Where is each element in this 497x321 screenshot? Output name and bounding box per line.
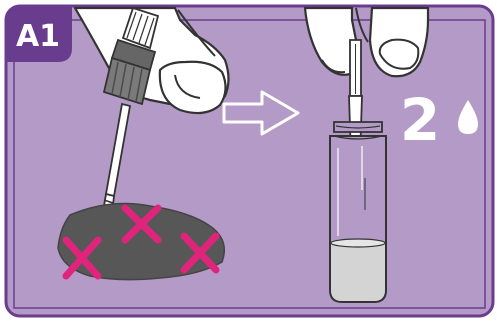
cross-mark-icon bbox=[62, 204, 220, 280]
step-badge-label: A1 bbox=[16, 19, 60, 54]
arrow-right-icon bbox=[222, 90, 300, 136]
hand-icon bbox=[303, 6, 430, 78]
drop-icon bbox=[458, 100, 478, 134]
step-badge bbox=[6, 6, 72, 62]
dropper-cap-icon bbox=[102, 6, 160, 106]
drop-count: 2 bbox=[400, 86, 440, 154]
rock-sample-icon bbox=[57, 202, 225, 281]
vial-liquid bbox=[331, 243, 385, 301]
panel-inner-border bbox=[13, 19, 486, 309]
vial-icon bbox=[329, 121, 387, 303]
